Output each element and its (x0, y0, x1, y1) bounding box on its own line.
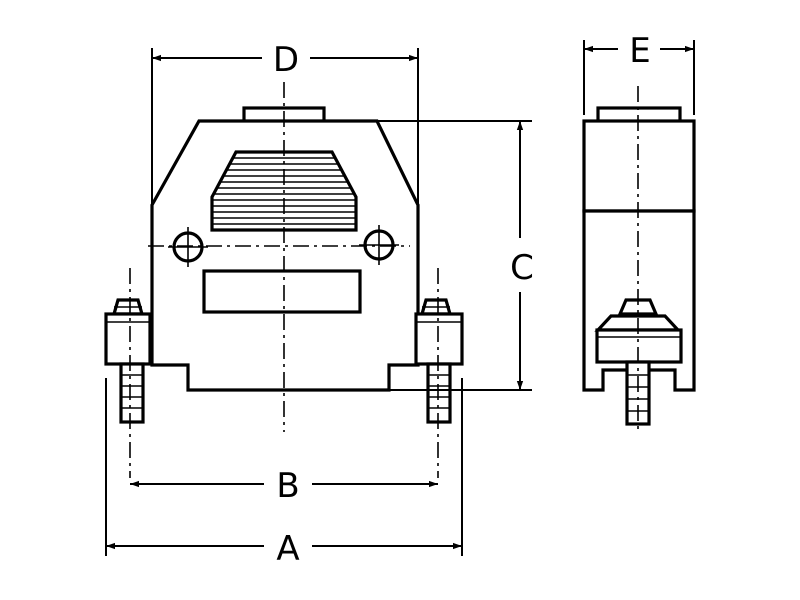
side-upper-body (582, 119, 696, 213)
mounting-hole-right (359, 225, 399, 265)
dimension-d: D (151, 40, 419, 205)
lock-screw-left (104, 298, 152, 424)
front-view (104, 82, 464, 478)
connector-window (202, 269, 362, 314)
dimension-label-d: D (273, 40, 299, 80)
dimension-label-e: E (629, 31, 650, 71)
dimension-label-a: A (276, 529, 299, 569)
hood-outline (150, 119, 420, 392)
side-lock-screw (594, 298, 683, 426)
center-lines-front (129, 82, 439, 478)
dimension-b: B (130, 466, 438, 506)
dimension-a: A (105, 378, 463, 569)
side-view (582, 86, 696, 432)
dimension-label-c: C (510, 248, 534, 288)
dimension-label-b: B (276, 466, 299, 506)
lock-screw-right (414, 298, 464, 424)
mounting-hole-left (168, 227, 208, 267)
dimension-e: E (583, 31, 695, 115)
